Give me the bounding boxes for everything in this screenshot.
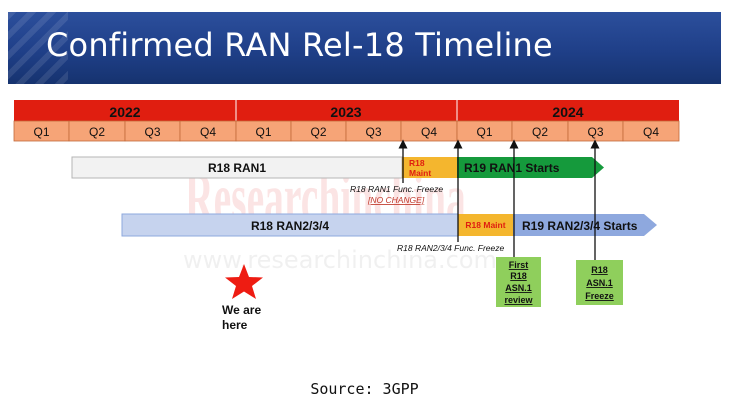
- year-label: 2022: [109, 104, 140, 120]
- milestone-box: [576, 260, 623, 305]
- quarter-label: Q3: [144, 125, 160, 139]
- ran1-no-change-note: [NO CHANGE]: [367, 195, 425, 205]
- row-ran234: R18 RAN2/3/4 R18 Maint R19 RAN2/3/4 Star…: [121, 213, 657, 237]
- connectors: [398, 139, 600, 262]
- quarter-label: Q2: [310, 125, 326, 139]
- r18-ran1-maint-label: Maint: [409, 168, 431, 178]
- year-cell-2024: [457, 100, 679, 121]
- year-cell-2022: [14, 100, 236, 121]
- title-banner: Confirmed RAN Rel-18 Timeline: [8, 12, 721, 84]
- quarter-label: Q3: [365, 125, 381, 139]
- quarter-label: Q4: [200, 125, 216, 139]
- star-icon: [225, 264, 263, 299]
- quarter-label: Q2: [89, 125, 105, 139]
- year-label: 2023: [330, 104, 361, 120]
- milestone-line: ASN.1: [586, 278, 613, 288]
- r18-ran1-maint-block: [402, 157, 457, 178]
- milestone-line: First: [509, 260, 529, 270]
- r19-ran1-arrow: [457, 157, 604, 178]
- year-label: 2024: [552, 104, 583, 120]
- quarter-label: Q1: [255, 125, 271, 139]
- r19-ran234-arrow: [513, 214, 657, 236]
- source-caption: Source: 3GPP: [310, 380, 419, 398]
- quarter-cell: [622, 120, 680, 142]
- milestone-asn1-review: First R18 ASN.1 review: [496, 257, 541, 307]
- row-ran1: R18 RAN1 R18 Maint R19 RAN1 Starts: [71, 156, 604, 179]
- marker-label: here: [222, 318, 248, 332]
- watermark-url: www.researchinchina.com: [183, 246, 497, 274]
- current-marker: We are here: [222, 264, 263, 332]
- quarter-label: Q4: [643, 125, 659, 139]
- r18-ran234-maint-block: [458, 214, 513, 236]
- r19-ran234-label: R19 RAN2/3/4 Starts: [522, 219, 638, 233]
- year-cell-2023: [236, 100, 457, 121]
- quarter-label: Q1: [33, 125, 49, 139]
- r19-ran1-label: R19 RAN1 Starts: [464, 161, 560, 175]
- quarter-label: Q3: [587, 125, 603, 139]
- quarter-label: Q4: [421, 125, 437, 139]
- quarter-header: Q1 Q2 Q3 Q4 Q1 Q2 Q3 Q4 Q1 Q2 Q3 Q4: [13, 120, 680, 142]
- milestone-line: R18: [591, 265, 608, 275]
- milestone-line: R18: [510, 271, 527, 281]
- r18-ran1-label: R18 RAN1: [208, 161, 266, 175]
- milestone-box: [496, 257, 541, 307]
- r18-ran1-maint-label: R18: [409, 158, 425, 168]
- ran234-freeze-annotation: R18 RAN2/3/4 Func. Freeze: [397, 243, 505, 253]
- r18-ran234-label: R18 RAN2/3/4: [251, 219, 329, 233]
- banner-stripes: [8, 12, 68, 84]
- ran1-freeze-annotation: R18 RAN1 Func. Freeze: [350, 184, 443, 194]
- milestone-line: review: [504, 295, 533, 305]
- milestone-asn1-freeze: R18 ASN.1 Freeze: [576, 260, 623, 305]
- quarter-label: Q2: [532, 125, 548, 139]
- year-header: 2022 2023 2024: [14, 100, 679, 121]
- r18-ran234-maint-label: R18 Maint: [465, 220, 505, 230]
- milestone-line: ASN.1: [505, 283, 532, 293]
- milestone-line: Freeze: [585, 291, 614, 301]
- quarter-label: Q1: [476, 125, 492, 139]
- page-title: Confirmed RAN Rel-18 Timeline: [46, 26, 553, 64]
- marker-label: We are: [222, 303, 261, 317]
